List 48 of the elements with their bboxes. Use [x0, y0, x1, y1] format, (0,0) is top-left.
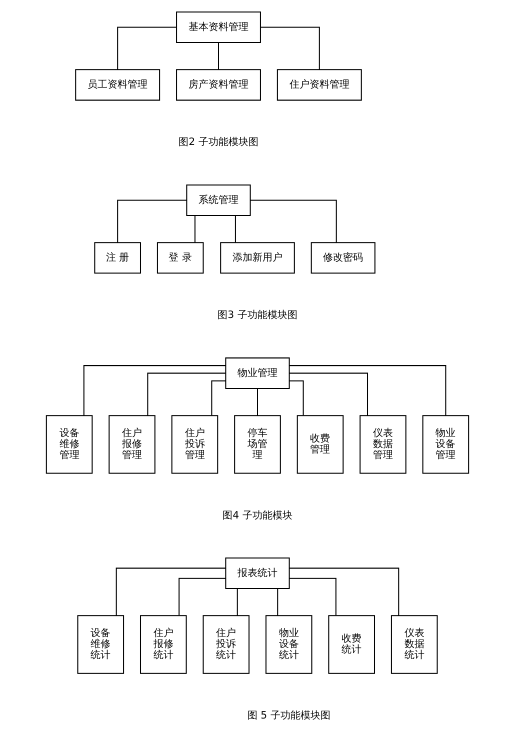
connector [289, 380, 304, 416]
connector [236, 588, 238, 616]
node-box: 住户投诉统计 [202, 615, 250, 674]
node-box: 物业设备管理 [422, 415, 470, 474]
connector [211, 380, 226, 416]
node-box: 设备维修管理 [46, 415, 93, 474]
node-box: 物业设备统计 [265, 615, 312, 674]
node-box: 员工资料管理 [75, 69, 160, 101]
connector [250, 200, 337, 242]
node-box: 物业管理 [225, 357, 290, 389]
node-box: 住户报修统计 [140, 615, 187, 674]
connector [260, 26, 320, 70]
connector [194, 216, 196, 242]
node-box: 系统管理 [186, 184, 251, 216]
connector [257, 388, 258, 416]
node-box: 报表统计 [225, 558, 290, 590]
node-box: 添加新用户 [220, 242, 295, 274]
connector [116, 568, 226, 616]
label: 图3 子功能模块图 [218, 310, 298, 322]
connector [117, 200, 187, 242]
node-box: 收费统计 [328, 615, 375, 674]
connector [289, 578, 336, 616]
node-box: 停车场管理 [234, 415, 281, 474]
node-box: 仪表数据统计 [390, 615, 438, 674]
connector [289, 365, 446, 416]
node-box: 登 录 [156, 242, 204, 274]
label: 图 5 子功能模块图 [247, 710, 330, 722]
node-box: 收费管理 [296, 415, 344, 474]
node-box: 设备维修统计 [77, 615, 124, 674]
node-box: 修改密码 [310, 242, 376, 274]
label: 图4 子功能模块 [222, 510, 292, 522]
connector [218, 42, 219, 70]
node-box: 基本资料管理 [176, 12, 261, 44]
connector [290, 568, 400, 616]
connector [117, 26, 176, 70]
connector [178, 578, 226, 616]
node-box: 住户报修管理 [108, 415, 156, 474]
node-box: 住户资料管理 [276, 69, 362, 101]
connector [147, 372, 226, 416]
connector [289, 372, 368, 416]
connector [234, 216, 236, 242]
node-box: 住户投诉管理 [171, 415, 218, 474]
label: 图2 子功能模块图 [178, 137, 258, 148]
connector [277, 588, 278, 616]
node-box: 仪表数据管理 [360, 415, 406, 474]
connector [83, 365, 226, 416]
node-box: 房产资料管理 [176, 69, 261, 101]
node-box: 注 册 [94, 242, 141, 274]
